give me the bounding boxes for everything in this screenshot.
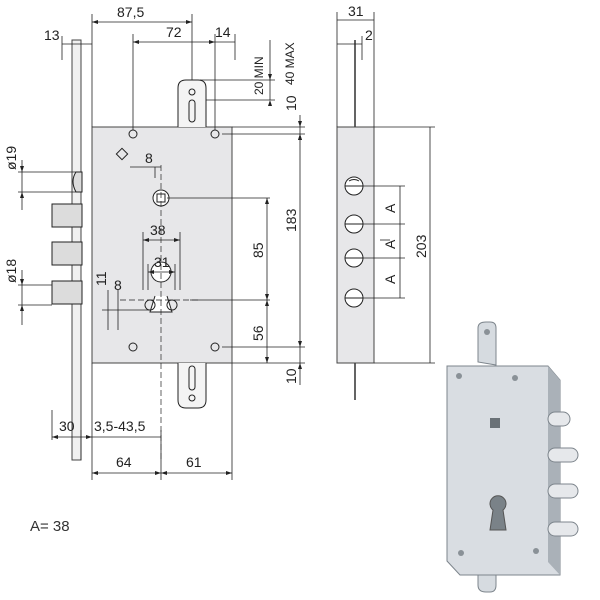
dim-14: 14 [215, 24, 231, 40]
side-dim-A-3: A [382, 274, 398, 284]
dim-56: 56 [250, 325, 266, 341]
front-view [51, 39, 233, 461]
dimension-lines [18, 14, 305, 480]
side-dim-31: 31 [348, 3, 364, 19]
dim-phi-19: ø19 [3, 146, 19, 170]
screw-hole [128, 342, 138, 352]
side-dim-203: 203 [413, 234, 429, 258]
dim-backset: 3,5-43,5 [94, 418, 146, 434]
dim-8: 8 [114, 277, 122, 293]
side-dim-A-2: A [382, 239, 398, 249]
side-body [336, 126, 375, 364]
latch [72, 171, 83, 193]
dim-40-max: 40 MAX [283, 42, 297, 85]
arrowheads [20, 20, 302, 475]
dim-64: 64 [116, 454, 132, 470]
side-dim-2: 2 [365, 27, 373, 43]
bolt [51, 241, 83, 266]
dim-10-bottom: 10 [283, 368, 299, 384]
screw-hole [210, 342, 220, 352]
dim-38: 38 [150, 222, 166, 238]
dim-85: 85 [250, 242, 266, 258]
dim-phi-18: ø18 [3, 259, 19, 283]
dimension-labels: 87,5 72 14 13 20 MIN 40 MAX 10 8 38 31 1… [3, 4, 299, 470]
top-fixing-lug [177, 79, 207, 127]
dim-11: 11 [93, 271, 109, 286]
side-view [336, 12, 435, 400]
dim-72: 72 [166, 24, 182, 40]
variable-note: A= 38 [30, 518, 70, 535]
side-dim-A-1: A [382, 203, 398, 213]
side-view-labels: 31 2 A A A 203 [348, 3, 429, 284]
dim-31: 31 [154, 254, 170, 270]
dim-61: 61 [186, 454, 202, 470]
dim-30: 30 [59, 418, 75, 434]
dim-20-min: 20 MIN [252, 56, 266, 95]
dim-87-5: 87,5 [117, 4, 144, 20]
lock-product-image [446, 321, 579, 593]
dim-10-top: 10 [283, 95, 299, 111]
bottom-fixing-lug [177, 363, 207, 409]
dim-183: 183 [283, 208, 299, 232]
bolt [51, 280, 83, 305]
bolt [51, 203, 83, 228]
lock-body-plate [91, 126, 233, 364]
dim-8-square: 8 [145, 150, 153, 166]
dim-13: 13 [44, 27, 60, 43]
